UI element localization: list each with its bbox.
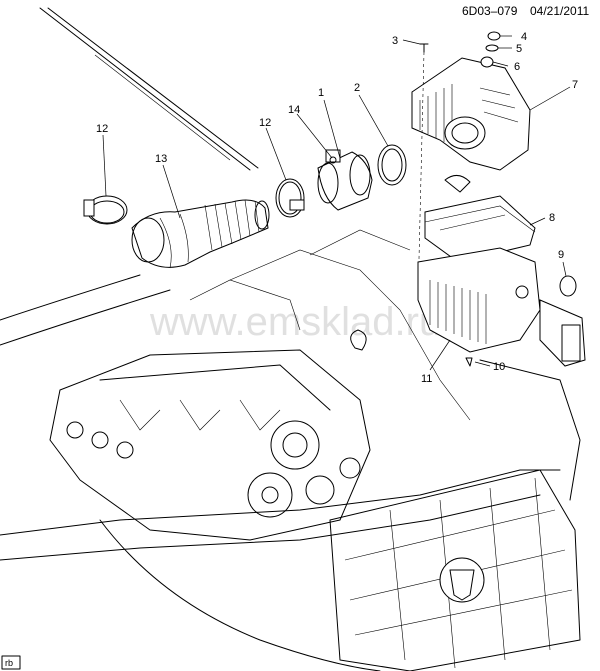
callout-2: 2 <box>354 82 360 94</box>
maf-seal-ring <box>377 144 407 186</box>
callout-8: 8 <box>549 212 555 224</box>
hose-clamp-left <box>83 195 128 225</box>
callout-labels: 1 2 3 4 5 6 7 8 9 10 11 12 12 13 14 <box>96 31 578 385</box>
watermark: www.emsklad.ru <box>149 300 441 344</box>
callout-13: 13 <box>155 153 167 165</box>
callout-5: 5 <box>516 43 522 55</box>
callout-9: 9 <box>558 249 564 261</box>
housing-grommets <box>465 275 577 367</box>
callout-11: 11 <box>421 373 432 385</box>
diagram-code: 6D03–079 <box>462 4 518 18</box>
callout-7: 7 <box>572 79 578 91</box>
hose-clamp-middle <box>275 178 305 218</box>
front-grille <box>329 469 581 671</box>
callout-6: 6 <box>514 61 520 73</box>
callout-10: 10 <box>493 361 505 373</box>
callout-1: 1 <box>318 87 324 99</box>
housing-fasteners <box>417 31 501 301</box>
air-cleaner-upper-housing <box>411 57 531 193</box>
svg-text:rb: rb <box>5 658 13 668</box>
hood-edge-lines <box>0 7 259 346</box>
intake-hose <box>131 199 270 269</box>
callout-12-left: 12 <box>96 123 108 135</box>
leader-lines <box>102 35 571 371</box>
callout-12-middle: 12 <box>259 117 271 129</box>
callout-4: 4 <box>521 31 527 43</box>
diagram-date: 04/21/2011 <box>530 4 589 18</box>
callout-3: 3 <box>392 35 398 47</box>
mass-airflow-sensor <box>317 149 373 211</box>
air-filter-element <box>424 195 536 263</box>
corner-tag: rb <box>1 655 21 670</box>
callout-14: 14 <box>288 104 300 116</box>
engine-assembly <box>49 279 371 541</box>
air-cleaner-lower-housing <box>417 247 586 367</box>
front-end-structure <box>0 229 581 671</box>
